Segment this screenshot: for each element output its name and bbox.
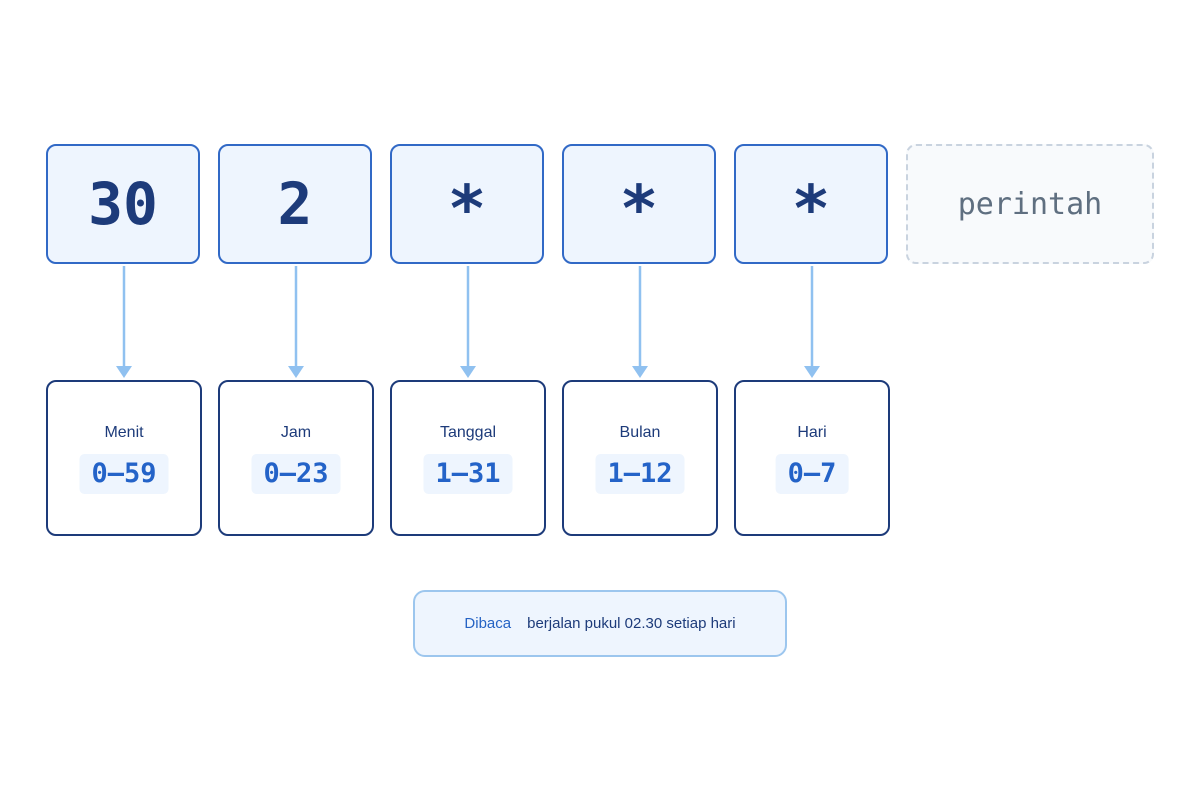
range-day-of-week-label: Hari [797, 424, 827, 441]
readout-prefix: Dibaca [464, 615, 512, 632]
range-minute-box: Menit 0–59 [46, 380, 202, 536]
connector-day-of-week [804, 266, 820, 378]
range-minute-label: Menit [104, 424, 144, 441]
connector-hour [288, 266, 304, 378]
range-hour-label: Jam [280, 424, 312, 441]
range-day-of-month-box: Tanggal 1–31 [390, 380, 546, 536]
field-day-of-month-box: * [390, 144, 544, 264]
connector-hour-arrowhead [288, 366, 304, 378]
range-month-label: Bulan [619, 424, 661, 441]
field-hour-box: 2 [218, 144, 372, 264]
field-day-of-week-box: * [734, 144, 888, 264]
range-month-box: Bulan 1–12 [562, 380, 718, 536]
range-hour-box: Jam 0–23 [218, 380, 374, 536]
command-label: perintah [957, 186, 1103, 222]
range-hour-value: 0–23 [251, 454, 341, 494]
range-day-of-month-label: Tanggal [439, 424, 497, 441]
range-month-value: 1–12 [595, 454, 685, 494]
connector-day-of-month [460, 266, 476, 378]
field-month-box: * [562, 144, 716, 264]
connector-minute-arrowhead [116, 366, 132, 378]
range-minute-value: 0–59 [79, 454, 169, 494]
command-box: perintah [906, 144, 1154, 264]
connector-month [632, 266, 648, 378]
field-minute-value: 30 [88, 170, 158, 238]
field-hour-value: 2 [277, 170, 313, 238]
connector-day-of-month-arrowhead [460, 366, 476, 378]
connector-minute [116, 266, 132, 378]
range-day-of-month-value: 1–31 [423, 454, 513, 494]
field-month-value: * [619, 173, 659, 247]
range-day-of-week-box: Hari 0–7 [734, 380, 890, 536]
readout-box: Dibaca berjalan pukul 02.30 setiap hari [413, 590, 787, 657]
field-day-of-week-value: * [791, 173, 831, 247]
connector-day-of-week-arrowhead [804, 366, 820, 378]
field-minute-box: 30 [46, 144, 200, 264]
readout-text: berjalan pukul 02.30 setiap hari [527, 615, 736, 632]
field-day-of-month-value: * [447, 173, 487, 247]
range-day-of-week-value: 0–7 [775, 454, 849, 494]
connector-month-arrowhead [632, 366, 648, 378]
